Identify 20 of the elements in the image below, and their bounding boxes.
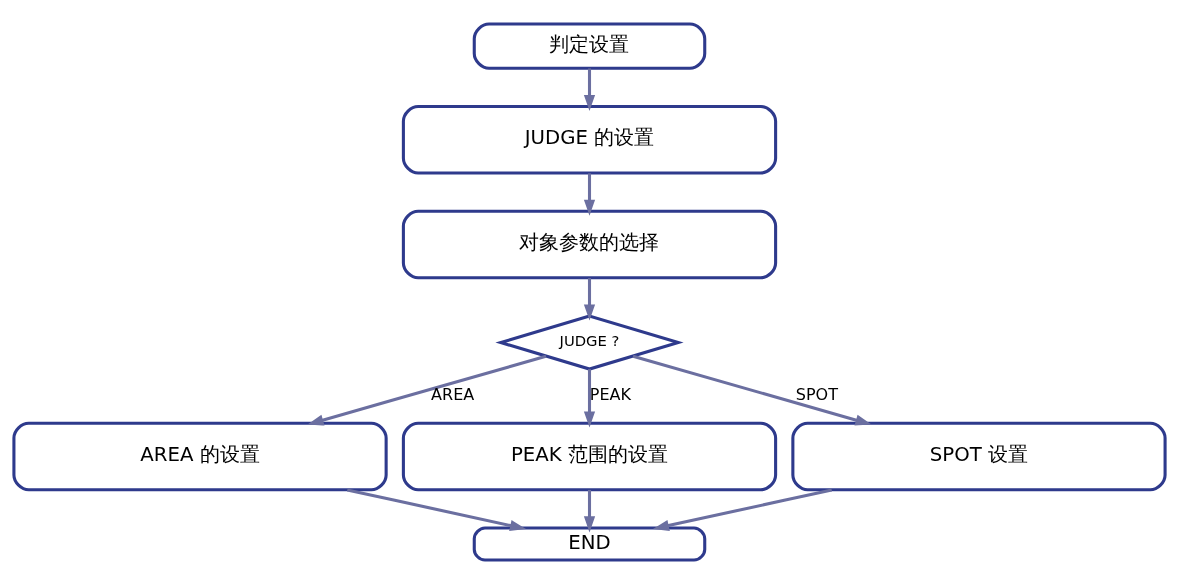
- edge-label: PEAK: [589, 384, 632, 404]
- arrow: [652, 487, 833, 531]
- node-box: AREA 的设置: [12, 421, 388, 491]
- arrow: [583, 277, 596, 321]
- edge-label: SPOT: [795, 384, 839, 404]
- arrow: [632, 354, 872, 425]
- node-box: 判定设置: [472, 21, 707, 70]
- arrow: [583, 68, 596, 111]
- arrow: [307, 354, 547, 425]
- arrow: [583, 489, 596, 532]
- node-box: PEAK 范围的设置: [401, 421, 778, 491]
- node-box: SPOT 设置: [791, 421, 1167, 491]
- edge-label: AREA: [431, 384, 475, 404]
- node-box: JUDGE 的设置: [401, 104, 778, 175]
- node-box: 对象参数的选择: [401, 209, 778, 279]
- node-diamond: JUDGE ?: [495, 313, 684, 371]
- arrow: [346, 487, 527, 531]
- arrow: [583, 172, 596, 216]
- arrow: [583, 368, 596, 428]
- node-box: END: [472, 526, 707, 562]
